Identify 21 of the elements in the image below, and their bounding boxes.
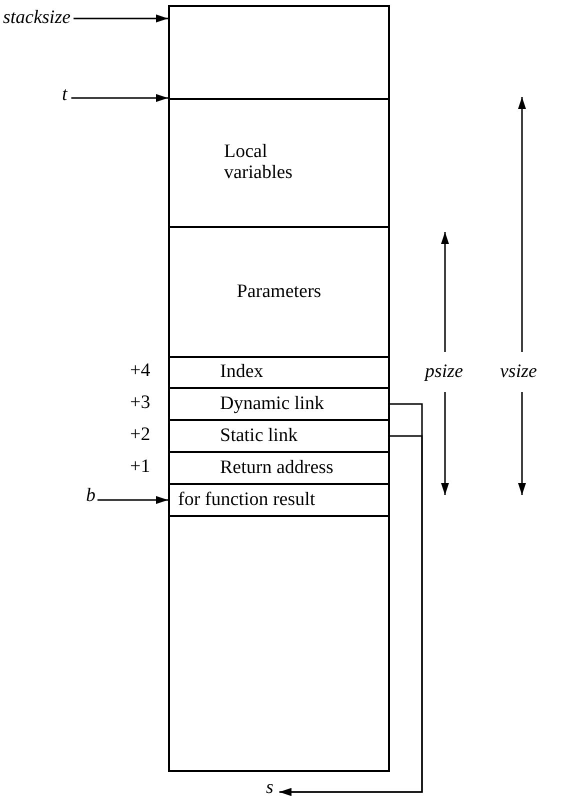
pointer-label: stacksize	[3, 8, 71, 29]
slot-label: Local variables	[224, 142, 294, 184]
arrow	[98, 496, 168, 504]
dimension-label: vsize	[500, 361, 537, 383]
slot-label: Index	[220, 362, 264, 383]
offset-label: +1	[130, 456, 150, 478]
offset-label: +2	[130, 424, 150, 446]
pointer-label: s	[266, 778, 274, 799]
slot-label: Parameters	[236, 282, 322, 302]
pointer-label: b	[86, 486, 96, 507]
slot-label: Dynamic link	[220, 394, 324, 414]
offset-label: +3	[130, 392, 150, 414]
arrow	[74, 14, 168, 22]
dimension-label: psize	[425, 361, 463, 383]
stack-column	[168, 5, 390, 772]
slot-label: Static link	[220, 426, 298, 446]
offset-label: +4	[130, 360, 150, 382]
slot-label: Return address	[220, 458, 334, 478]
slot-label: for function result	[178, 490, 316, 510]
arrow	[71, 94, 168, 102]
pointer-label: t	[62, 85, 68, 106]
